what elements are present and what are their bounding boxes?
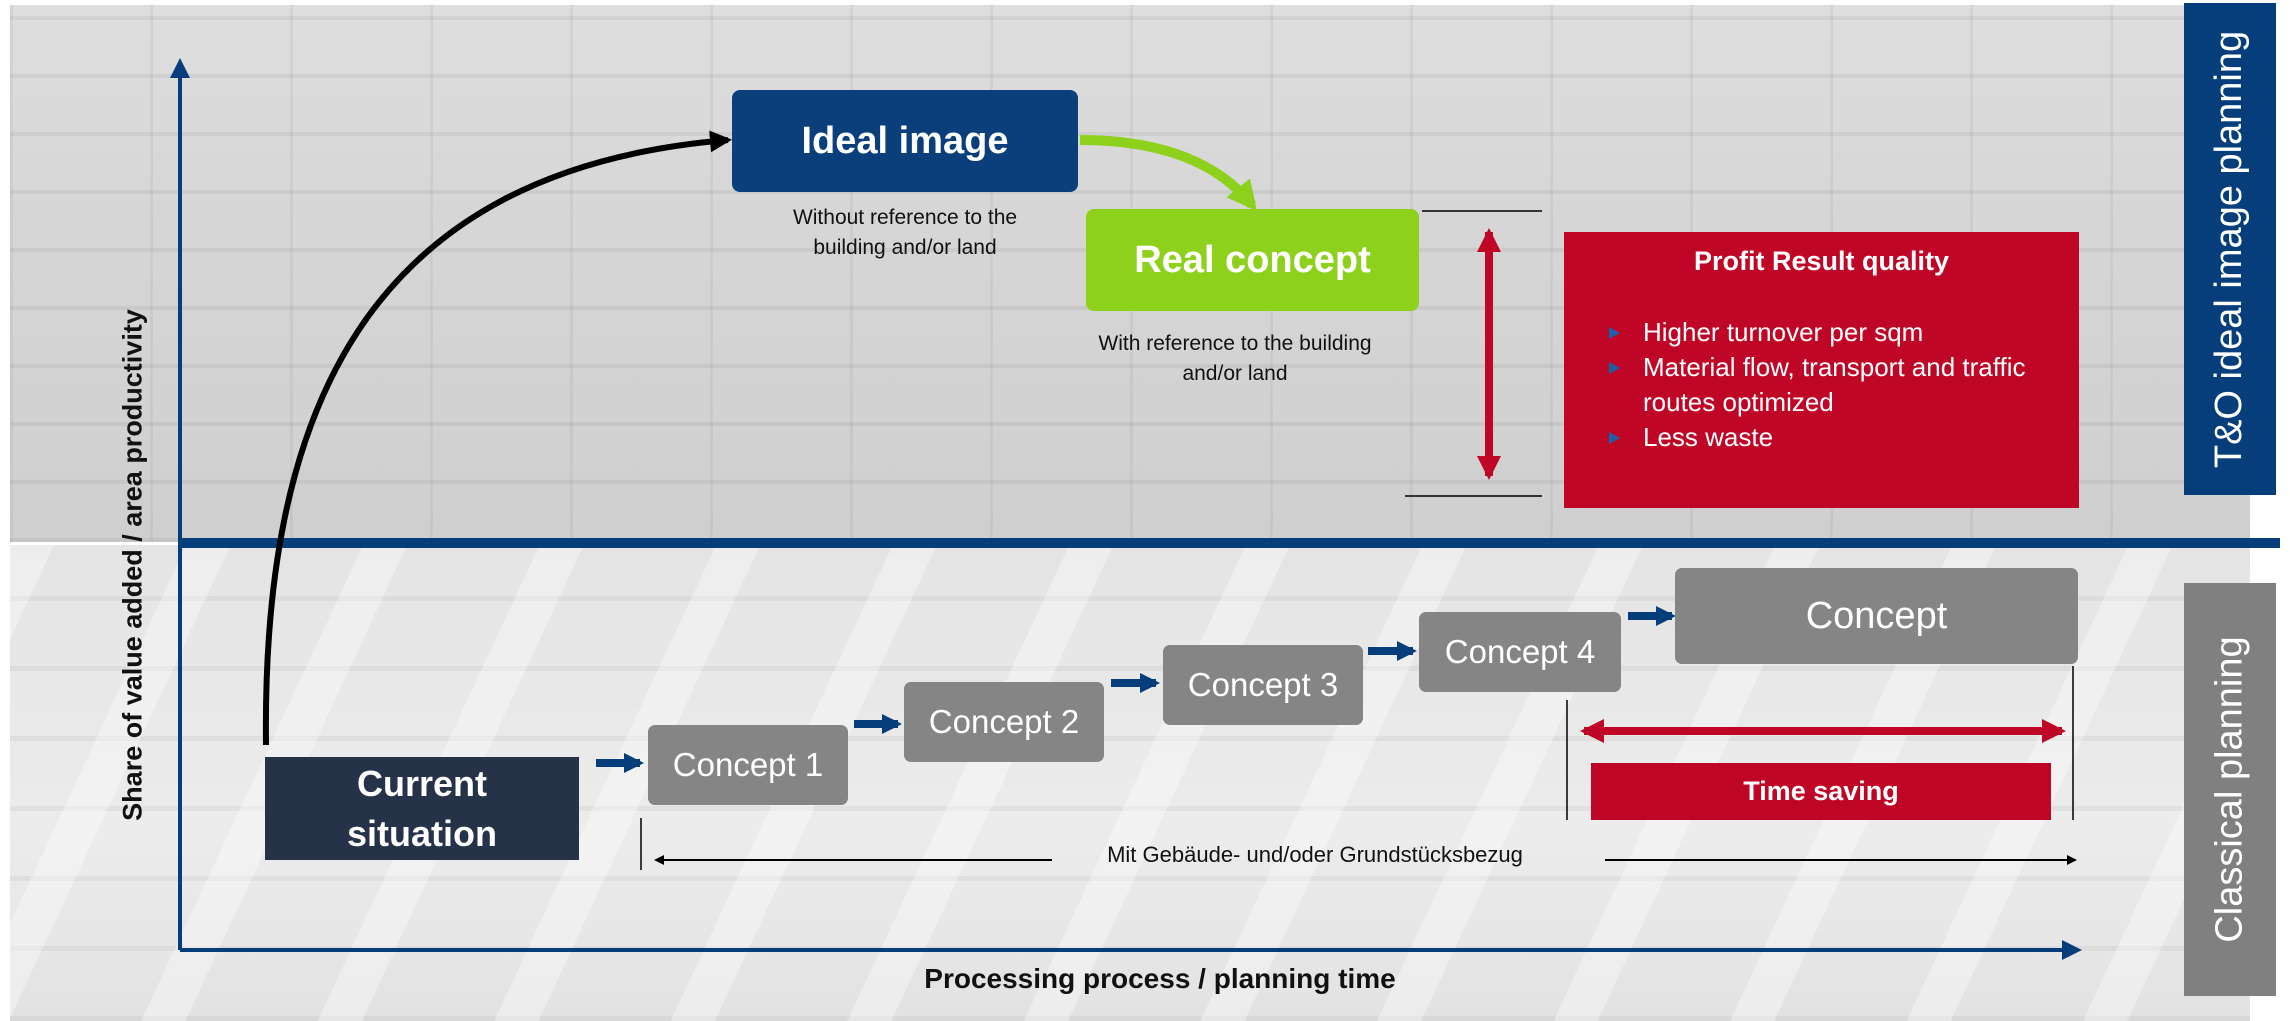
ribbon-classical-planning: Classical planning bbox=[2184, 583, 2276, 996]
profit-list: Higher turnover per sqm Material flow, t… bbox=[1609, 315, 2059, 455]
y-axis-label: Share of value added / area productivity bbox=[117, 309, 148, 821]
ideal-image-title: Ideal image bbox=[801, 119, 1009, 162]
current-situation-line2: situation bbox=[347, 812, 497, 854]
profit-bullet: Material flow, transport and traffic rou… bbox=[1609, 350, 2059, 420]
ideal-image-box: Ideal image bbox=[732, 90, 1078, 192]
curve-arrow bbox=[262, 130, 732, 746]
profit-bullet: Higher turnover per sqm bbox=[1609, 315, 2059, 350]
bullet-triangle-icon bbox=[1609, 362, 1620, 374]
real-concept-box: Real concept bbox=[1086, 209, 1419, 311]
current-situation-line1: Current bbox=[356, 762, 487, 804]
bullet-triangle-icon bbox=[1609, 432, 1620, 444]
green-arrow bbox=[1079, 135, 1258, 212]
concept-1-box: Concept 1 bbox=[648, 725, 848, 805]
real-concept-caption: With reference to the building and/or la… bbox=[1098, 332, 1372, 385]
real-concept-title: Real concept bbox=[1134, 238, 1371, 281]
concept-3-box: Concept 3 bbox=[1163, 645, 1363, 725]
time-saving-box: Time saving bbox=[1591, 763, 2051, 820]
ideal-image-caption: Without reference to the building and/or… bbox=[792, 206, 1018, 259]
profit-box: Profit Result quality Higher turnover pe… bbox=[1564, 232, 2079, 508]
x-axis-label: Processing process / planning time bbox=[924, 963, 1396, 994]
reference-note: Mit Gebäude- und/oder Grundstücksbezug bbox=[1107, 842, 1523, 867]
ribbon-ideal-planning: T&O ideal image planning bbox=[2184, 3, 2276, 495]
bullet-triangle-icon bbox=[1609, 327, 1620, 339]
profit-bullet: Less waste bbox=[1609, 420, 2059, 455]
final-concept-box: Concept bbox=[1675, 568, 2078, 664]
current-situation-box: Current situation bbox=[265, 757, 579, 860]
concept-4-box: Concept 4 bbox=[1419, 612, 1621, 692]
profit-title: Profit Result quality bbox=[1693, 246, 1950, 276]
concept-2-box: Concept 2 bbox=[904, 682, 1104, 762]
